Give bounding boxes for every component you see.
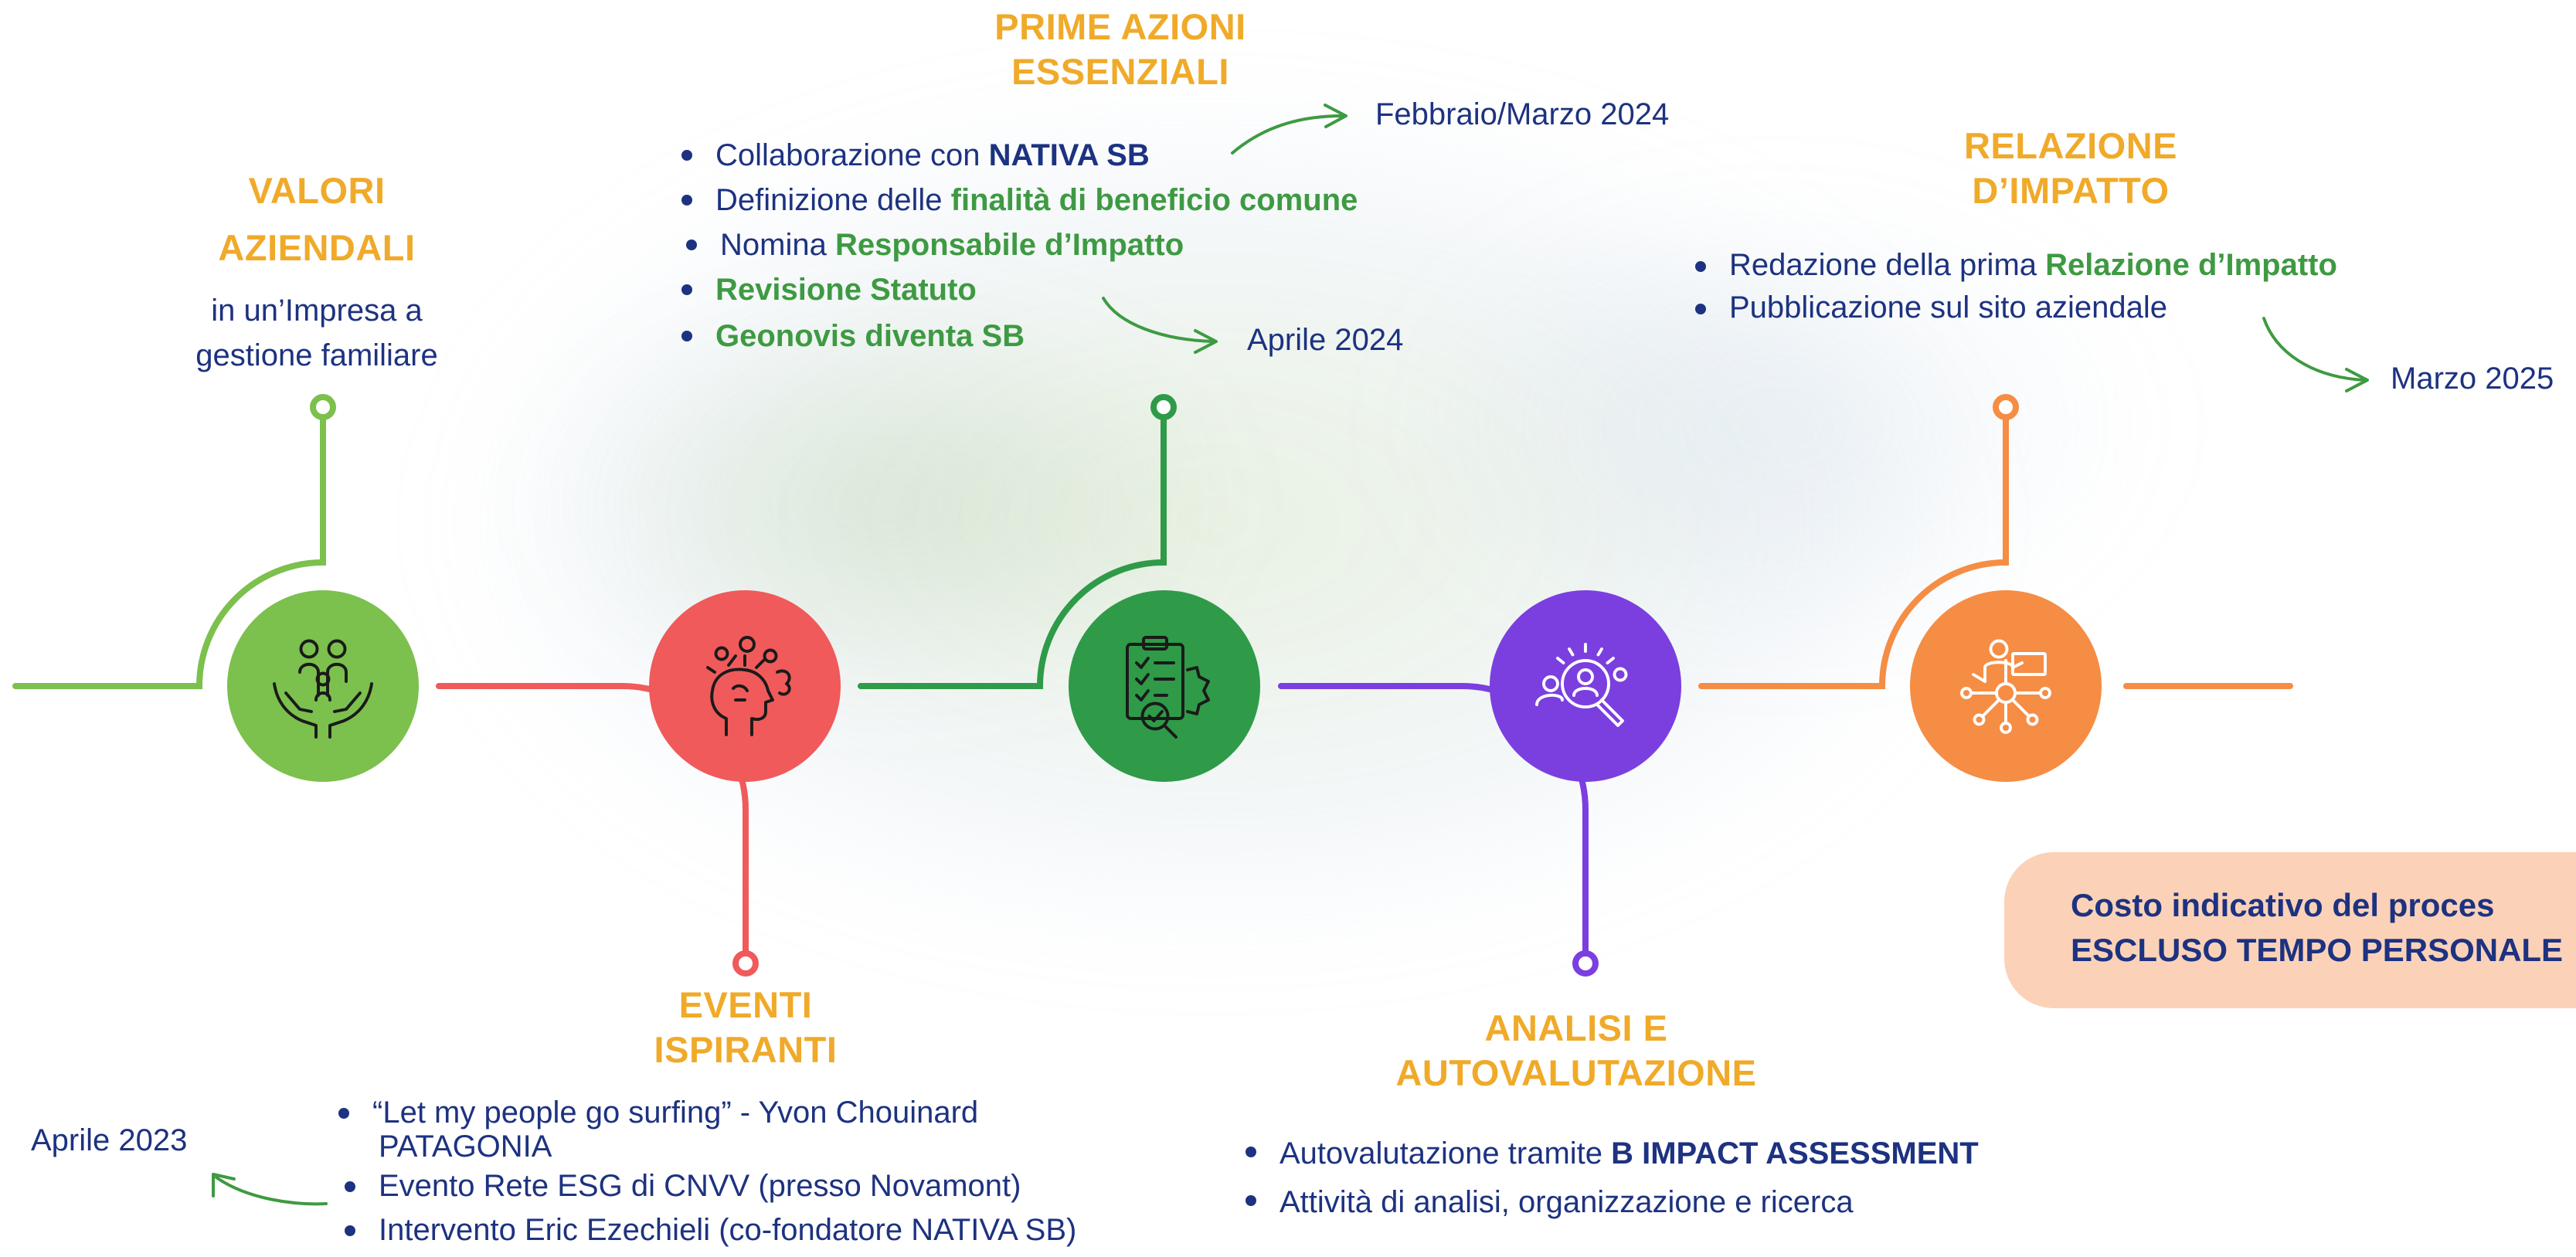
valori-heading: VALORI AZIENDALI (162, 162, 471, 277)
relazione-heading: RELAZIONE D’IMPATTO (1839, 124, 2302, 213)
node-relazione (1993, 394, 2019, 420)
list-item: “Let my people go surfing” - Yvon Chouin… (332, 1091, 1070, 1135)
valori-subtitle-line1: in un’Impresa a (211, 294, 423, 328)
cost-box-line1: Costo indicativo del proces (2071, 887, 2495, 923)
relazione-list: Redazione della prima Relazione d’Impatt… (1689, 244, 2337, 329)
list-item: Revisione Statuto (675, 267, 1358, 314)
list-item-continuation: PATAGONIA (379, 1130, 552, 1164)
node-prime (1150, 394, 1177, 420)
analisi-heading: ANALISI E AUTOVALUTAZIONE (1344, 1006, 1808, 1096)
connector-relazione (1698, 413, 2009, 689)
prime-date-2: Aprile 2024 (1247, 323, 1404, 357)
eventi-heading-line1: EVENTI (678, 984, 813, 1025)
eventi-list: “Let my people go surfing” - Yvon Chouin… (332, 1091, 1076, 1252)
valori-heading-line2: AZIENDALI (218, 227, 416, 268)
valori-icon-circle (227, 590, 419, 782)
relazione-heading-line1: RELAZIONE (1963, 125, 2178, 166)
list-item: Redazione della prima Relazione d’Impatt… (1689, 244, 2337, 287)
presentation-network-icon (1960, 639, 2051, 734)
list-item: Intervento Eric Ezechieli (co-fondatore … (338, 1208, 1076, 1252)
list-item: Collaborazione con NATIVA SB (675, 133, 1358, 178)
checklist-gear-icon (1126, 636, 1210, 739)
prime-date-1: Febbraio/Marzo 2024 (1375, 97, 1670, 131)
valori-subtitle: in un’Impresa a gestione familiare (139, 288, 494, 378)
eventi-icon-circle (649, 590, 841, 782)
cost-box: Costo indicativo del proces ESCLUSO TEMP… (2004, 852, 2576, 1008)
prime-icon-circle (1069, 590, 1260, 782)
arrow-marzo-2025 (2262, 317, 2366, 382)
list-item: Geonovis diventa SB (675, 314, 1358, 358)
list-item: Pubblicazione sul sito aziendale (1689, 287, 2337, 329)
prime-heading-line2: ESSENZIALI (1011, 51, 1229, 92)
list-item: Evento Rete ESG di CNVV (presso Novamont… (338, 1164, 1076, 1208)
node-analisi (1572, 950, 1599, 977)
relazione-heading-line2: D’IMPATTO (1972, 170, 2170, 211)
connector-valori (12, 413, 326, 689)
eventi-date: Aprile 2023 (31, 1123, 188, 1157)
search-people-icon (1535, 643, 1628, 727)
family-care-icon (273, 639, 373, 739)
valori-heading-line1: VALORI (248, 170, 386, 211)
inspiration-head-icon (706, 636, 791, 736)
relazione-icon-circle (1910, 590, 2102, 782)
cost-box-line2: ESCLUSO TEMPO PERSONALE (2071, 932, 2564, 968)
analisi-heading-line2: AUTOVALUTAZIONE (1395, 1052, 1757, 1093)
relazione-date: Marzo 2025 (2391, 362, 2554, 396)
arrow-febbraio (1231, 114, 1344, 155)
eventi-heading: EVENTI ISPIRANTI (591, 983, 900, 1072)
analisi-list: Autovalutazione tramite B IMPACT ASSESSM… (1239, 1130, 1979, 1227)
analisi-icon-circle (1490, 590, 1681, 782)
node-eventi (732, 950, 759, 977)
list-item: Definizione delle finalità di beneficio … (675, 178, 1358, 223)
arrow-aprile-2024 (1102, 297, 1215, 343)
list-item: Autovalutazione tramite B IMPACT ASSESSM… (1239, 1130, 1979, 1178)
arrow-aprile-2023 (215, 1176, 328, 1206)
list-item: Attività di analisi, organizzazione e ri… (1239, 1178, 1979, 1227)
prime-heading-line1: PRIME AZIONI (994, 6, 1246, 47)
prime-list: Collaborazione con NATIVA SB Definizione… (675, 133, 1358, 358)
prime-heading: PRIME AZIONI ESSENZIALI (966, 5, 1275, 94)
valori-subtitle-line2: gestione familiare (195, 338, 438, 372)
eventi-heading-line2: ISPIRANTI (654, 1029, 838, 1070)
connector-prime (858, 413, 1167, 689)
node-valori (310, 394, 336, 420)
list-item: Nomina Responsabile d’Impatto (680, 223, 1362, 267)
analisi-heading-line1: ANALISI E (1484, 1007, 1668, 1048)
